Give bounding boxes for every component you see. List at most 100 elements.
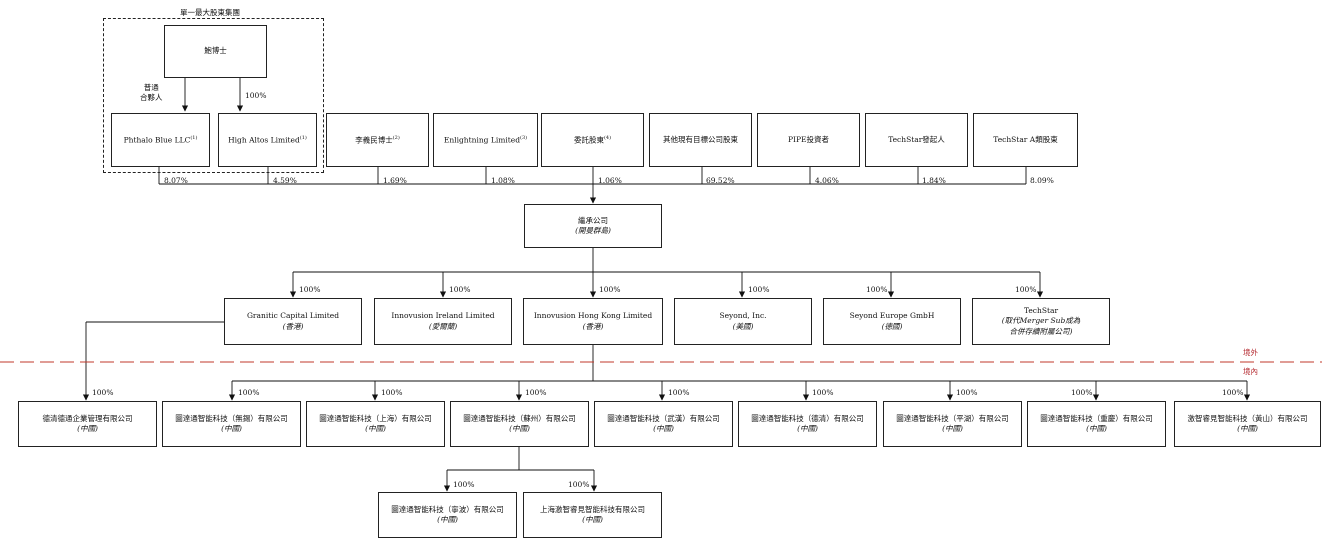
- subsidiary-box: Seyond Europe GmbH (德國): [823, 298, 961, 345]
- prc-entity-box: 德清德通企業管理有限公司 (中國): [18, 401, 157, 447]
- prc-entity-name: 圖達通智能科技（武漢）有限公司: [607, 413, 720, 423]
- subsidiary-name: Innovusion Ireland Limited: [391, 311, 495, 321]
- prc-entity-jurisdiction: (中國): [942, 424, 963, 433]
- gp-label-line1: 普通: [143, 83, 159, 92]
- suzhou-sub-name: 圖達通智能科技（寧波）有限公司: [391, 504, 504, 514]
- largest-shareholder-group: [103, 18, 324, 173]
- subsidiary-pct: 100%: [599, 285, 621, 294]
- shareholder-name: PIPE投資者: [787, 134, 830, 144]
- subsidiary-jurisdiction: (德國): [881, 321, 903, 331]
- prc-entity-jurisdiction: (中國): [797, 424, 818, 433]
- suzhou-sub-pct: 100%: [568, 480, 590, 489]
- subsidiary-pct: 100%: [449, 285, 471, 294]
- prc-entity-jurisdiction: (中國): [221, 424, 242, 433]
- prc-entity-jurisdiction: (中國): [1086, 424, 1107, 433]
- prc-entity-box: 圖達通智能科技（無錫）有限公司 (中國): [162, 401, 301, 447]
- prc-entity-name: 圖達通智能科技（上海）有限公司: [319, 413, 432, 423]
- subsidiary-pct: 100%: [866, 285, 888, 294]
- subsidiary-pct: 100%: [1015, 285, 1037, 294]
- subsidiary-note-line2: 合併存續附屬公司): [1009, 326, 1073, 336]
- shareholder-box: TechStar A類股東: [973, 113, 1078, 167]
- subsidiary-box: Innovusion Hong Kong Limited (香港): [523, 298, 663, 345]
- shareholder-name: TechStar A類股東: [993, 134, 1058, 144]
- prc-entity-jurisdiction: (中國): [365, 424, 386, 433]
- prc-entity-box: 圖達通智能科技（重慶）有限公司 (中國): [1027, 401, 1166, 447]
- subsidiary-name: Seyond, Inc.: [719, 311, 767, 321]
- shareholder-box: 委託股東(4): [541, 113, 644, 167]
- shareholder-name: High Altos Limited(1): [228, 134, 307, 145]
- prc-entity-name: 圖達通智能科技（無錫）有限公司: [175, 413, 288, 423]
- suzhou-sub-pct: 100%: [453, 480, 475, 489]
- subsidiary-jurisdiction: (香港): [582, 321, 604, 331]
- gp-label-line2: 合夥人: [140, 93, 163, 103]
- successor-name: 繼承公司: [578, 215, 608, 225]
- prc-entity-pct: 100%: [238, 388, 260, 397]
- prc-entity-jurisdiction: (中國): [509, 424, 530, 433]
- shareholder-name: Enlightning Limited(3): [443, 134, 528, 145]
- shareholder-box: TechStar發起人: [865, 113, 968, 167]
- suzhou-sub-box: 上海激智睿見智能科技有限公司 (中國): [523, 492, 662, 538]
- prc-entity-pct: 100%: [812, 388, 834, 397]
- prc-entity-box: 圖達通智能科技（德清）有限公司 (中國): [738, 401, 877, 447]
- subsidiary-jurisdiction: (美國): [732, 321, 754, 331]
- subsidiary-jurisdiction: (愛爾蘭): [428, 321, 458, 331]
- shareholder-box: 李義民博士(2): [326, 113, 429, 167]
- prc-entity-jurisdiction: (中國): [77, 424, 98, 433]
- top-holder-name: 鮑博士: [204, 46, 227, 56]
- prc-entity-name: 圖達通智能科技（重慶）有限公司: [1040, 413, 1153, 423]
- subsidiary-pct: 100%: [748, 285, 770, 294]
- shareholder-box: High Altos Limited(1): [218, 113, 317, 167]
- subsidiary-name: Granitic Capital Limited: [246, 311, 340, 321]
- prc-entity-pct: 100%: [668, 388, 690, 397]
- shareholder-pct: 69.52%: [706, 176, 735, 185]
- shareholder-name: 李義民博士(2): [355, 134, 400, 145]
- top-holder-box: 鮑博士: [164, 25, 267, 78]
- subsidiary-box: Innovusion Ireland Limited (愛爾蘭): [374, 298, 512, 345]
- shareholder-box: Enlightning Limited(3): [433, 113, 538, 167]
- prc-entity-box: 圖達通智能科技（平湖）有限公司 (中國): [883, 401, 1022, 447]
- prc-entity-pct: 100%: [381, 388, 403, 397]
- suzhou-sub-jurisdiction: (中國): [437, 515, 458, 524]
- shareholder-pct: 4.59%: [273, 176, 297, 185]
- onshore-label: 境內: [1243, 367, 1258, 376]
- prc-entity-box: 激智睿見智能科技（黃山）有限公司 (中國): [1174, 401, 1321, 447]
- prc-entity-pct: 100%: [1071, 388, 1093, 397]
- subsidiary-pct: 100%: [299, 285, 321, 294]
- suzhou-sub-jurisdiction: (中國): [582, 515, 603, 524]
- gp-label: 普通 合夥人: [140, 83, 163, 103]
- subsidiary-name: Innovusion Hong Kong Limited: [533, 311, 653, 321]
- prc-entity-box: 圖達通智能科技（蘇州）有限公司 (中國): [450, 401, 589, 447]
- prc-entity-box: 圖達通智能科技（上海）有限公司 (中國): [306, 401, 445, 447]
- suzhou-sub-name: 上海激智睿見智能科技有限公司: [540, 504, 645, 514]
- prc-entity-pct: 100%: [92, 388, 114, 397]
- successor-jurisdiction: (開曼群島): [575, 226, 611, 235]
- prc-entity-name: 德清德通企業管理有限公司: [42, 413, 133, 423]
- shareholder-pct: 4.06%: [815, 176, 839, 185]
- shareholder-name: 其他現有目標公司股東: [663, 134, 738, 144]
- shareholder-pct: 8.07%: [164, 176, 188, 185]
- prc-entity-box: 圖達通智能科技（武漢）有限公司 (中國): [594, 401, 733, 447]
- subsidiary-box: Granitic Capital Limited (香港): [224, 298, 362, 345]
- prc-entity-name: 圖達通智能科技（蘇州）有限公司: [463, 413, 576, 423]
- prc-entity-name: 激智睿見智能科技（黃山）有限公司: [1187, 413, 1308, 423]
- offshore-label: 境外: [1243, 348, 1258, 357]
- suzhou-sub-box: 圖達通智能科技（寧波）有限公司 (中國): [378, 492, 517, 538]
- shareholder-box: PIPE投資者: [757, 113, 860, 167]
- shareholder-pct: 1.06%: [598, 176, 622, 185]
- shareholder-pct: 1.84%: [922, 176, 946, 185]
- prc-entity-name: 圖達通智能科技（德清）有限公司: [751, 413, 864, 423]
- shareholder-pct: 1.08%: [491, 176, 515, 185]
- shareholder-box: Phthalo Blue LLC(1): [111, 113, 210, 167]
- subsidiary-note-line1: (取代Merger Sub成為: [1001, 316, 1081, 326]
- subsidiary-box: TechStar (取代Merger Sub成為 合併存續附屬公司): [972, 298, 1110, 345]
- prc-entity-pct: 100%: [956, 388, 978, 397]
- group-label: 單一最大股東集團: [180, 8, 240, 17]
- subsidiary-name: TechStar: [1023, 306, 1059, 316]
- top-holder-pct: 100%: [245, 91, 267, 100]
- subsidiary-name: Seyond Europe GmbH: [849, 311, 935, 321]
- successor-company-box: 繼承公司 (開曼群島): [524, 204, 662, 248]
- prc-entity-pct: 100%: [1222, 388, 1244, 397]
- shareholder-name: 委託股東(4): [573, 134, 612, 145]
- shareholder-name: Phthalo Blue LLC(1): [123, 134, 198, 145]
